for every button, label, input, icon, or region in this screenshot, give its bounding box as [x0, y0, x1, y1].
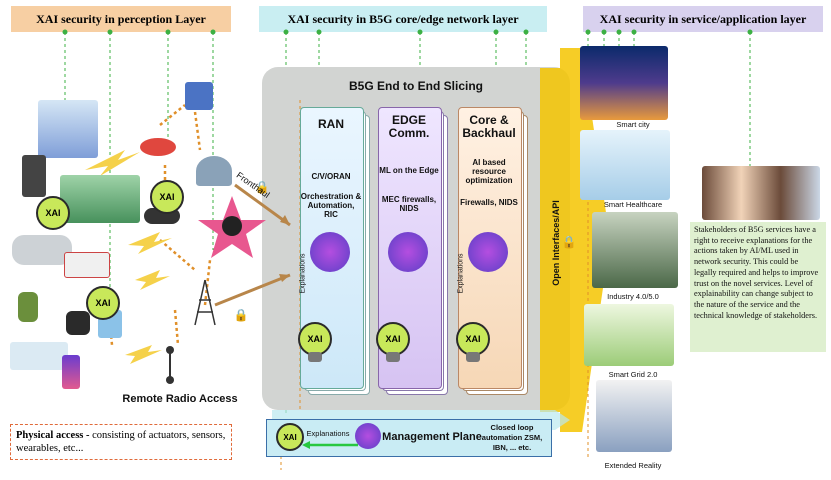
- smart-healthcare-label: Smart Healthcare: [603, 200, 663, 209]
- people-illustration: [38, 100, 98, 158]
- xai-badge-mgmt: XAI: [276, 423, 304, 451]
- open-interfaces-label: Open Interfaces/API: [551, 200, 561, 286]
- physical-access-text: consisting of actuators, sensors, wearab…: [16, 430, 226, 454]
- ai-brain-icon: [468, 232, 508, 272]
- mgmt-arrow: [302, 441, 358, 449]
- stakeholder-text-box: Stakeholders of B5G services have a righ…: [690, 222, 826, 352]
- blimp-illustration: [140, 138, 176, 156]
- service-layer-header: XAI security in service/application laye…: [583, 6, 823, 32]
- satellite-illustration: [185, 82, 213, 110]
- ran-title: RAN: [318, 117, 344, 131]
- smart-grid-label: Smart Grid 2.0: [608, 370, 658, 379]
- edge-title: EDGE Comm.: [388, 113, 430, 140]
- ran-text-1: C/V/ORAN: [311, 172, 351, 181]
- mgmt-explanations-label: Explanations: [306, 429, 350, 438]
- smart-city-label: Smart city: [616, 120, 650, 129]
- closed-loop-text: Closed loop automation ZSM, IBN, ... etc…: [481, 423, 543, 452]
- xai-badge-core: XAI: [456, 322, 490, 356]
- xai-badge-perception-3: XAI: [86, 286, 120, 320]
- core-text-1: AI based resource optimization: [465, 158, 513, 185]
- network-layer-header: XAI security in B5G core/edge network la…: [259, 6, 547, 32]
- extended-reality-label: Extended Reality: [604, 461, 662, 470]
- edge-text-1: ML on the Edge: [379, 166, 439, 175]
- slicing-title: B5G End to End Slicing: [348, 79, 483, 93]
- satellite-dish-illustration: [196, 156, 232, 186]
- stakeholders-image: [702, 166, 820, 220]
- ai-brain-icon: [388, 232, 428, 272]
- physical-access-bold: Physical access -: [16, 430, 90, 441]
- xai-badge-ran: XAI: [298, 322, 332, 356]
- lock-icon: 🔒: [254, 180, 270, 194]
- core-title: Core & Backhaul: [462, 113, 516, 140]
- ai-brain-icon: [310, 232, 350, 272]
- ambulance-illustration: [64, 252, 110, 278]
- car-illustration: [12, 235, 72, 265]
- hospital-bed-illustration: [10, 342, 68, 370]
- lightbulb-icon: [308, 352, 322, 362]
- ran-explanations-label: Explanations: [299, 253, 307, 294]
- plant-sensor-illustration: [18, 292, 38, 322]
- smartwatch-illustration: [66, 311, 90, 335]
- lock-icon: 🔒: [233, 308, 249, 322]
- xai-badge-perception-2: XAI: [150, 180, 184, 214]
- edge-text-2: MEC firewalls, NIDS: [381, 195, 437, 213]
- traffic-light-illustration: [22, 155, 46, 197]
- industry-image: [592, 212, 678, 288]
- remote-radio-label: Remote Radio Access: [122, 393, 238, 405]
- physical-access-box: Physical access - consisting of actuator…: [10, 424, 232, 460]
- perception-layer-header: XAI security in perception Layer: [11, 6, 231, 32]
- core-text-2: Firewalls, NIDS: [460, 198, 518, 207]
- lock-icon: 🔒: [561, 235, 577, 249]
- factory-illustration: [60, 175, 140, 223]
- lightbulb-icon: [386, 352, 400, 362]
- industry-label: Industry 4.0/5.0: [607, 292, 659, 301]
- xai-badge-edge: XAI: [376, 322, 410, 356]
- ran-text-2: Orchestration & Automation, RIC: [300, 192, 362, 219]
- ai-brain-icon: [355, 423, 381, 449]
- management-plane-title: Management Plane: [382, 431, 482, 443]
- lightbulb-icon: [466, 352, 480, 362]
- smartphone-illustration: [62, 355, 80, 389]
- smart-healthcare-image: [580, 130, 670, 200]
- extended-reality-image: [596, 380, 672, 452]
- smart-city-image: [580, 46, 668, 120]
- management-plane-box: [266, 419, 552, 457]
- smart-grid-image: [584, 304, 674, 366]
- core-explanations-label: Explanations: [457, 253, 465, 294]
- xai-badge-perception-1: XAI: [36, 196, 70, 230]
